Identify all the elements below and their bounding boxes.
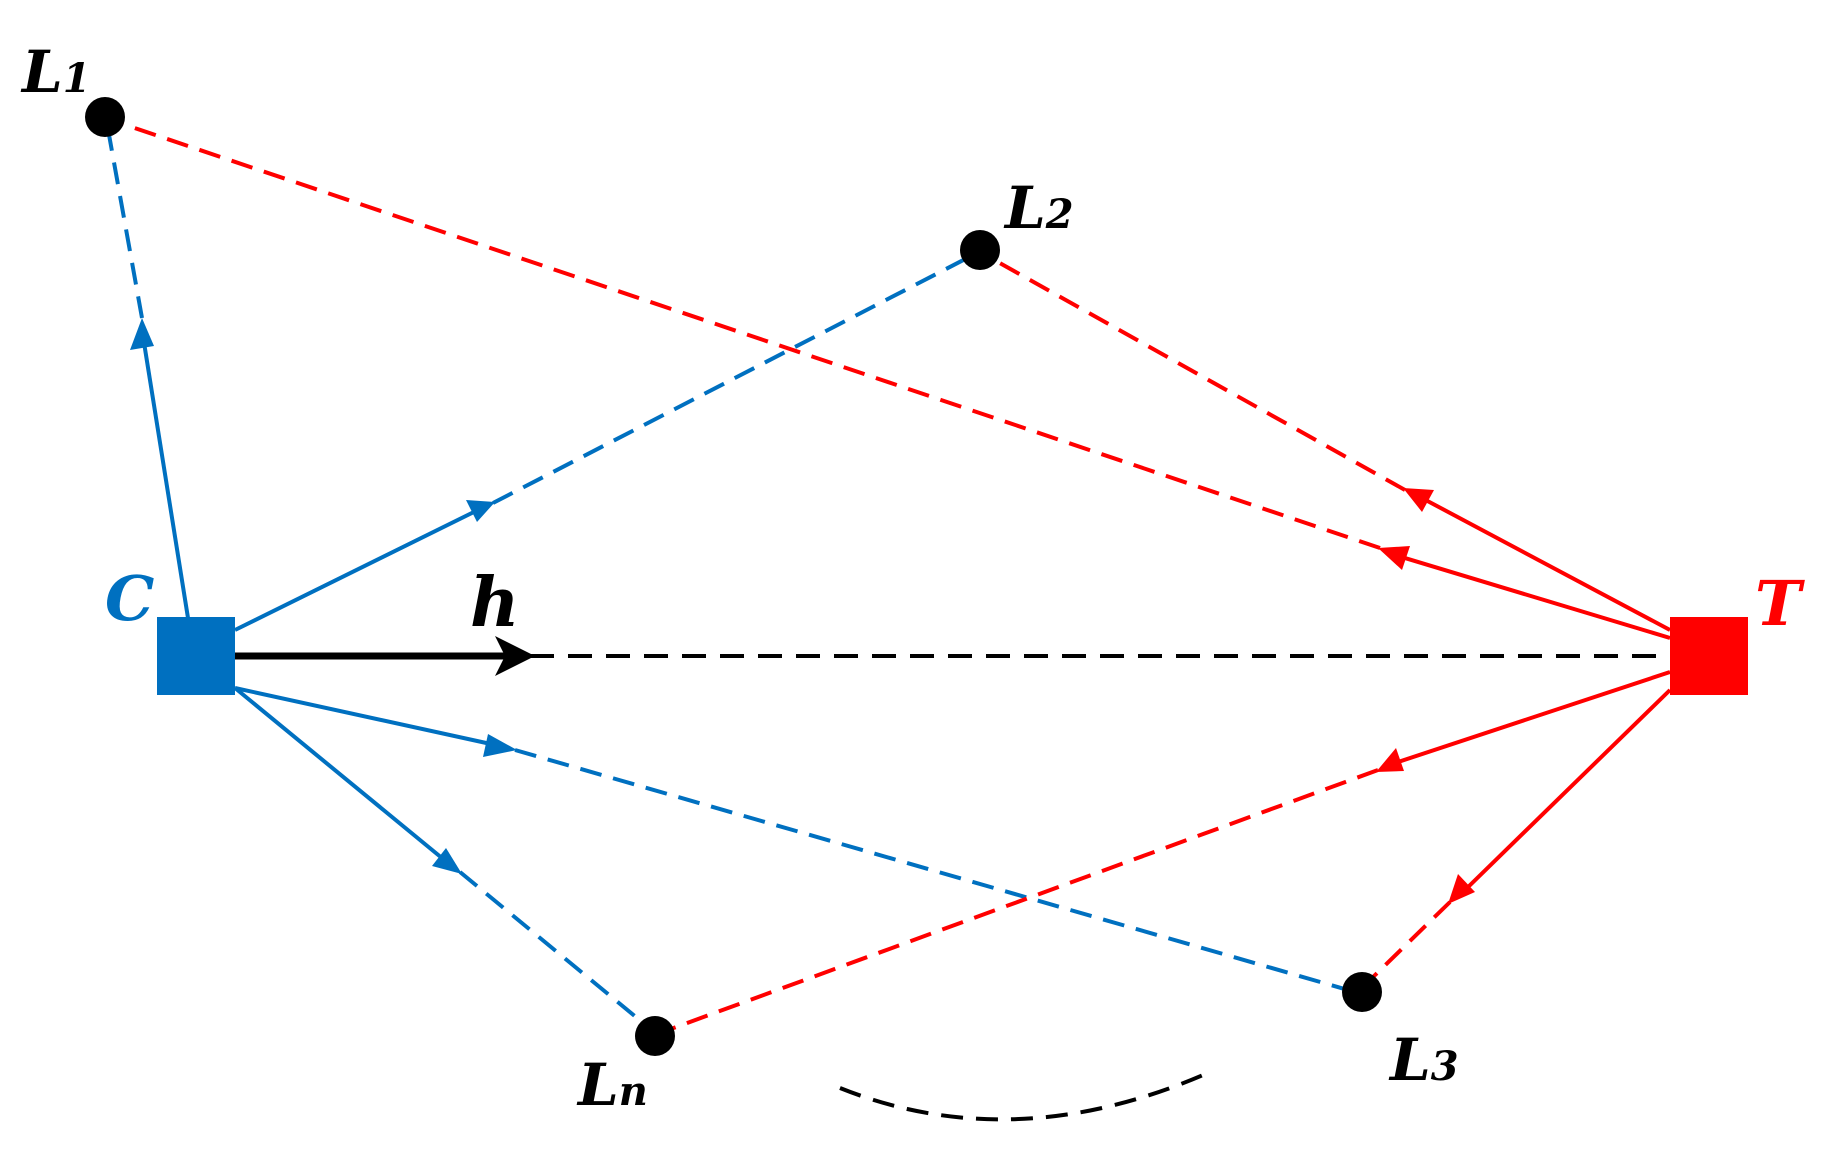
target-ray-ln-dashed <box>667 768 1379 1032</box>
landmark-l3 <box>1342 972 1382 1012</box>
camera-ray-l2-dashed <box>492 252 976 505</box>
landmark-l1 <box>85 97 125 137</box>
camera-ray-arrowheads <box>130 318 517 874</box>
target-ray-l2-solid <box>1419 495 1671 632</box>
target-label: T <box>1755 567 1805 640</box>
arrowhead-icon <box>483 734 517 757</box>
target-node <box>1670 617 1748 695</box>
target-ray-arrowheads <box>1376 488 1475 904</box>
target-ray-l2-dashed <box>979 250 1406 492</box>
camera-ray-l3-solid <box>234 686 501 748</box>
landmark-ln <box>635 1016 675 1056</box>
target-ray-ln-solid <box>1391 670 1671 766</box>
heading-vector <box>230 636 1670 676</box>
camera-ray-ln-dashed <box>458 870 644 1024</box>
arrowhead-icon <box>1448 874 1475 904</box>
camera-label: C <box>105 562 154 635</box>
target-rays <box>104 116 1672 1032</box>
landmark-ln-label: Ln <box>576 1051 648 1119</box>
landmark-l3-label: L3 <box>1388 1026 1459 1094</box>
heading-arrowhead-icon <box>495 636 535 676</box>
arrowhead-icon <box>1376 748 1404 772</box>
arrowhead-icon <box>1403 488 1434 512</box>
arrowhead-icon <box>432 848 462 874</box>
heading-label: h <box>470 563 519 643</box>
target-ray-l3-dashed <box>1368 900 1452 982</box>
arrowhead-icon <box>466 500 495 522</box>
camera-ray-l2-solid <box>234 507 481 632</box>
camera-ray-l1-dashed <box>104 117 144 319</box>
target-ray-l1-solid <box>1394 553 1671 640</box>
landmark-l1-label: L1 <box>20 38 91 106</box>
landmark-l2 <box>960 230 1000 270</box>
arrowhead-icon <box>130 318 154 350</box>
camera-ray-ln-solid <box>233 686 450 865</box>
camera-ray-l1-solid <box>140 329 190 619</box>
camera-rays <box>104 117 1356 1024</box>
landmark-l2-label: L2 <box>1003 174 1074 242</box>
target-ray-l3-solid <box>1463 688 1672 892</box>
arrowhead-icon <box>1378 546 1410 570</box>
camera-ray-l3-dashed <box>514 748 1356 994</box>
landmarks-ellipsis-arc <box>839 1070 1211 1122</box>
camera-node <box>157 617 235 695</box>
target-ray-l1-dashed <box>104 116 1381 550</box>
